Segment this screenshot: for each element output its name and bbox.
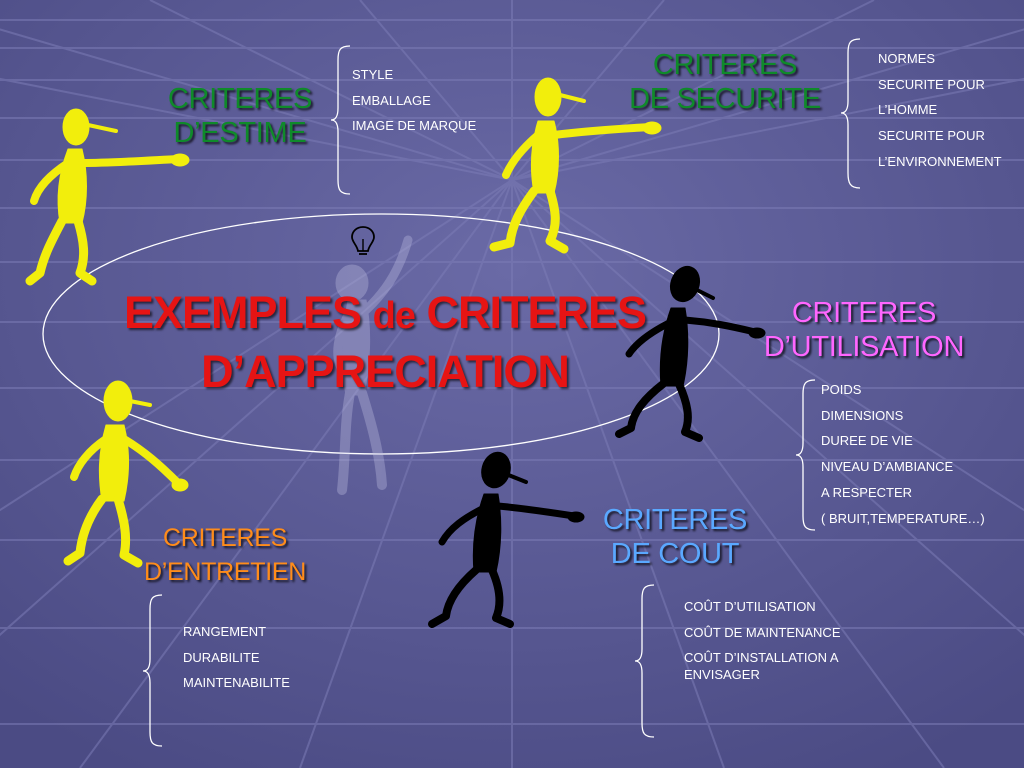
curly-brace-icon — [634, 584, 655, 738]
page-title: EXEMPLES de CRITERES D’APPRECIATION — [40, 285, 730, 400]
list-criteres-entretien: RANGEMENT DURABILITE MAINTENABILITE — [183, 619, 290, 696]
title-word-exemples: EXEMPLES — [124, 287, 362, 338]
list-item: L’ENVIRONNEMENT — [878, 153, 1002, 169]
lightbulb-icon — [351, 226, 375, 255]
list-item: STYLE — [352, 67, 394, 82]
pointing-stick-figure-icon — [489, 77, 662, 254]
title-line-2: D’APPRECIATION — [201, 346, 570, 397]
list-item: COÛT DE MAINTENANCE — [684, 624, 841, 640]
pointing-stick-figure-icon — [428, 451, 585, 628]
list-item: EMBALLAGE — [352, 92, 431, 108]
heading-criteres-estime: CRITERES D’ESTIME — [167, 83, 313, 149]
curly-brace-icon — [840, 38, 861, 189]
list-criteres-cout: COÛT D’UTILISATION COÛT DE MAINTENANCE C… — [684, 594, 841, 683]
pointing-stick-figure-icon — [25, 108, 190, 286]
list-criteres-securite: NORMES SECURITE POUR L’HOMME SECURITE PO… — [878, 46, 1002, 175]
list-item: ENVISAGER — [684, 667, 760, 683]
list-item: ( BRUIT,TEMPERATURE…) — [821, 510, 985, 526]
list-item: POIDS — [821, 382, 862, 397]
heading-criteres-utilisation: CRITERES D’UTILISATION — [763, 297, 965, 363]
list-criteres-estime: STYLE EMBALLAGE IMAGE DE MARQUE — [352, 62, 476, 139]
list-criteres-utilisation: POIDS DIMENSIONS DUREE DE VIE NIVEAU D’A… — [821, 377, 985, 531]
list-item: SECURITE POUR — [878, 76, 985, 92]
list-item: DURABILITE — [183, 649, 260, 665]
thinking-figure-icon — [333, 235, 413, 495]
heading-criteres-securite: CRITERES DE SECURITE — [629, 49, 821, 115]
list-item: COÛT D’UTILISATION — [684, 599, 816, 614]
curly-brace-icon — [142, 594, 163, 747]
pointing-stick-figure-icon — [615, 265, 766, 442]
list-item: IMAGE DE MARQUE — [352, 118, 477, 134]
list-item: NIVEAU D’AMBIANCE — [821, 459, 954, 475]
title-word-de: de — [372, 295, 416, 337]
title-word-criteres: CRITERES — [426, 287, 647, 338]
list-item: A RESPECTER — [821, 484, 913, 500]
curly-brace-icon — [795, 379, 816, 531]
list-item: DUREE DE VIE — [821, 433, 913, 449]
heading-criteres-entretien: CRITERES D’ENTRETIEN — [144, 524, 306, 586]
list-item: MAINTENABILITE — [183, 675, 290, 691]
pointing-stick-figure-icon — [63, 380, 189, 568]
list-item: NORMES — [878, 51, 936, 66]
list-item: L’HOMME — [878, 102, 938, 118]
list-item: SECURITE POUR — [878, 128, 985, 144]
list-item: RANGEMENT — [183, 624, 267, 639]
list-item: COÛT D’INSTALLATION A — [684, 650, 839, 666]
list-item: DIMENSIONS — [821, 407, 904, 423]
heading-criteres-cout: CRITERES DE COUT — [602, 504, 748, 570]
ellipse-outline — [42, 213, 720, 455]
curly-brace-icon — [330, 45, 351, 195]
